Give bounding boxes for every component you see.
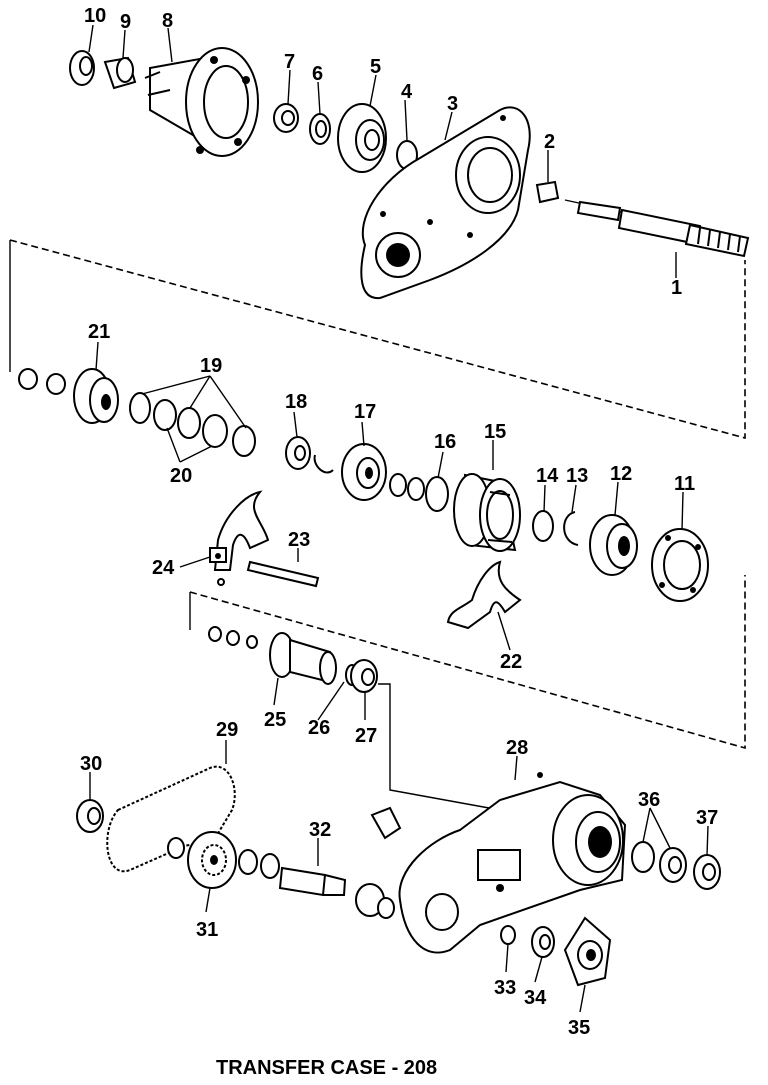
part-23-shift-rail: [246, 560, 320, 588]
part-17-bearing: [313, 443, 387, 501]
label-22: 22: [500, 651, 522, 673]
connector-line-3: [378, 683, 501, 811]
part-29-drive-chain: [106, 765, 236, 873]
part-6-bearing: [309, 113, 331, 145]
label-8: 8: [162, 10, 173, 32]
connector-line-2: [189, 575, 746, 750]
part-11-retainer: [651, 528, 709, 602]
part-9-bushing: [103, 56, 137, 90]
label-18: 18: [285, 391, 307, 413]
part-15-drum: [453, 473, 521, 552]
part-34-seal: [531, 926, 555, 958]
part-30-bearing: [76, 799, 104, 833]
label-2: 2: [544, 131, 555, 153]
label-13: 13: [566, 465, 588, 487]
label-33: 33: [494, 977, 516, 999]
label-21: 21: [88, 321, 110, 343]
part-10-seal: [69, 50, 95, 86]
label-12: 12: [610, 463, 632, 485]
part-13-snap-ring: [563, 511, 579, 546]
label-32: 32: [309, 819, 331, 841]
label-34: 34: [524, 987, 547, 1009]
part-22-shift-fork: [446, 560, 522, 630]
connector-line-1: [9, 239, 746, 440]
diagram-caption: TRANSFER CASE - 208: [216, 1057, 437, 1079]
label-31: 31: [196, 919, 218, 941]
part-12-bearing: [589, 514, 638, 576]
label-4: 4: [401, 81, 413, 103]
label-23: 23: [288, 529, 310, 551]
label-28: 28: [506, 737, 528, 759]
label-11: 11: [674, 473, 695, 495]
label-20: 20: [170, 465, 192, 487]
part-5-bearing: [337, 103, 387, 173]
label-3: 3: [447, 93, 458, 115]
part-24-shift-fork: [209, 490, 270, 586]
part-19-20-thrust-washers: [129, 392, 256, 457]
label-25: 25: [264, 709, 286, 731]
label-6: 6: [312, 63, 323, 85]
part-1-input-shaft: [564, 199, 750, 258]
label-9: 9: [120, 11, 131, 33]
part-21-gear-assembly: [18, 368, 119, 424]
part-18-bearing: [285, 436, 311, 470]
part-32-front-output-shaft: [238, 849, 395, 919]
part-labels: 10 9 8 7 6 5 4 3 2 1 21 19 20 18 17 16 1…: [80, 5, 718, 1039]
part-16-rings: [389, 473, 449, 512]
label-19: 19: [200, 355, 222, 377]
part-14-sleeve: [532, 510, 554, 542]
part-25-output-shaft: [208, 626, 337, 685]
label-29: 29: [216, 719, 238, 741]
part-35-yoke: [563, 916, 612, 987]
part-33-washer: [500, 925, 516, 945]
label-15: 15: [484, 421, 506, 443]
label-35: 35: [568, 1017, 590, 1039]
label-17: 17: [354, 401, 376, 423]
label-26: 26: [308, 717, 330, 739]
label-5: 5: [370, 56, 381, 78]
label-36: 36: [638, 789, 660, 811]
part-2-spacer: [535, 180, 560, 204]
part-8-extension-housing: [144, 47, 259, 157]
label-14: 14: [536, 465, 559, 487]
part-3-case-half: [360, 106, 531, 300]
leader-lines: [88, 24, 709, 1013]
label-30: 30: [80, 753, 102, 775]
part-37-seal: [693, 854, 721, 890]
label-37: 37: [696, 807, 718, 829]
label-10: 10: [84, 5, 106, 27]
label-16: 16: [434, 431, 456, 453]
label-7: 7: [284, 51, 295, 73]
part-31-sprocket: [167, 831, 237, 889]
label-1: 1: [671, 277, 682, 299]
part-28-front-case: [370, 772, 627, 954]
part-27-bearing: [350, 659, 378, 693]
part-7-ring: [273, 103, 299, 133]
label-24: 24: [152, 557, 175, 579]
part-36-bearings: [631, 841, 687, 883]
label-27: 27: [355, 725, 377, 747]
